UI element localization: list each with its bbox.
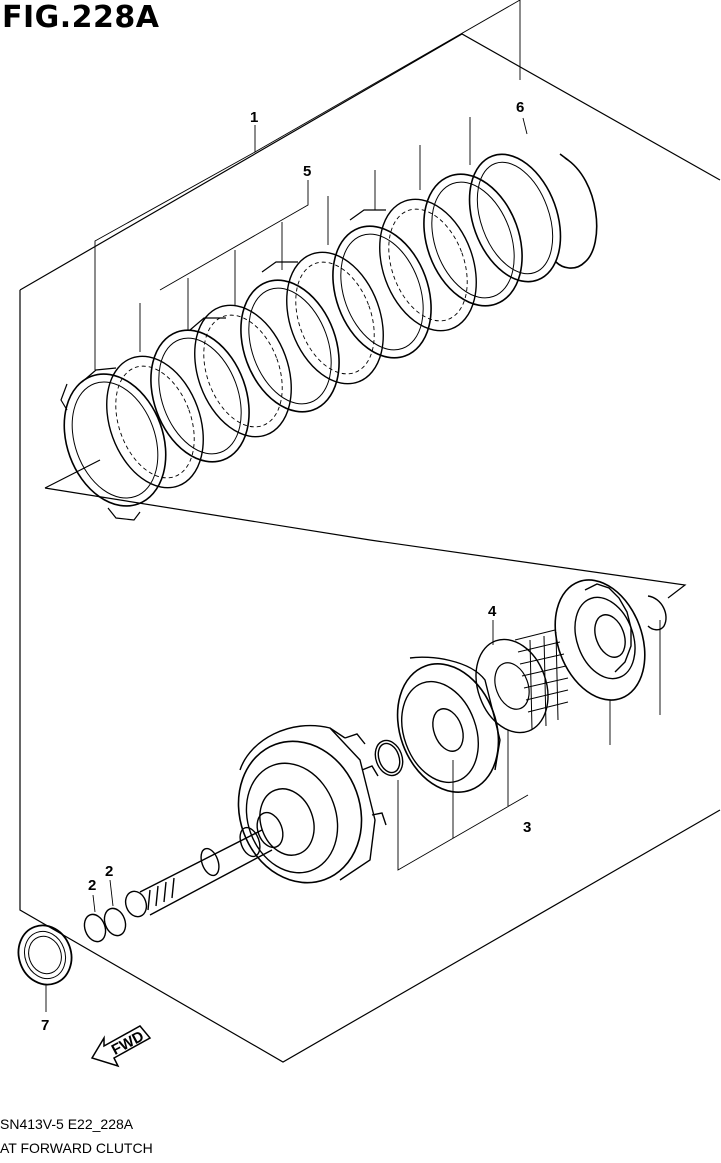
callout-2b: 2 <box>105 863 113 880</box>
friction-plate <box>106 355 204 489</box>
callout-labels: 1 5 6 4 3 2 2 7 <box>41 99 531 1034</box>
callout-1: 1 <box>250 109 258 126</box>
friction-plate <box>286 251 384 385</box>
clutch-cover <box>554 579 646 701</box>
snap-ring <box>555 153 598 269</box>
callout-7: 7 <box>41 1017 49 1034</box>
callout-5: 5 <box>303 163 311 180</box>
spring-retainer <box>475 629 569 734</box>
small-snap-ring <box>647 595 667 631</box>
figure-title: FIG.228A <box>2 0 160 35</box>
callout-4: 4 <box>488 603 497 620</box>
callout-2a: 2 <box>88 877 96 894</box>
fwd-arrow-icon: FWD <box>90 1025 152 1068</box>
clutch-plates-stack <box>60 153 562 521</box>
pressure-plate <box>468 153 562 283</box>
callout-6: 6 <box>516 99 524 116</box>
retaining-plate <box>423 173 523 307</box>
callout-3: 3 <box>523 819 531 836</box>
figure-code: SN413V-5 E22_228A <box>0 1116 134 1132</box>
snap-ring-pair <box>83 907 127 943</box>
steel-plate <box>60 367 167 521</box>
oil-seal <box>17 924 73 986</box>
steel-plate <box>332 209 432 359</box>
piston <box>396 656 501 793</box>
steel-plate <box>150 317 250 463</box>
friction-plate <box>379 198 477 332</box>
clutch-drum-shaft <box>124 724 387 918</box>
friction-plate <box>194 304 292 438</box>
leader-lines <box>45 0 661 1012</box>
assembly-frame <box>19 33 721 1063</box>
steel-plate <box>240 261 340 413</box>
figure-name: AT FORWARD CLUTCH <box>0 1140 153 1156</box>
o-ring <box>374 739 404 777</box>
